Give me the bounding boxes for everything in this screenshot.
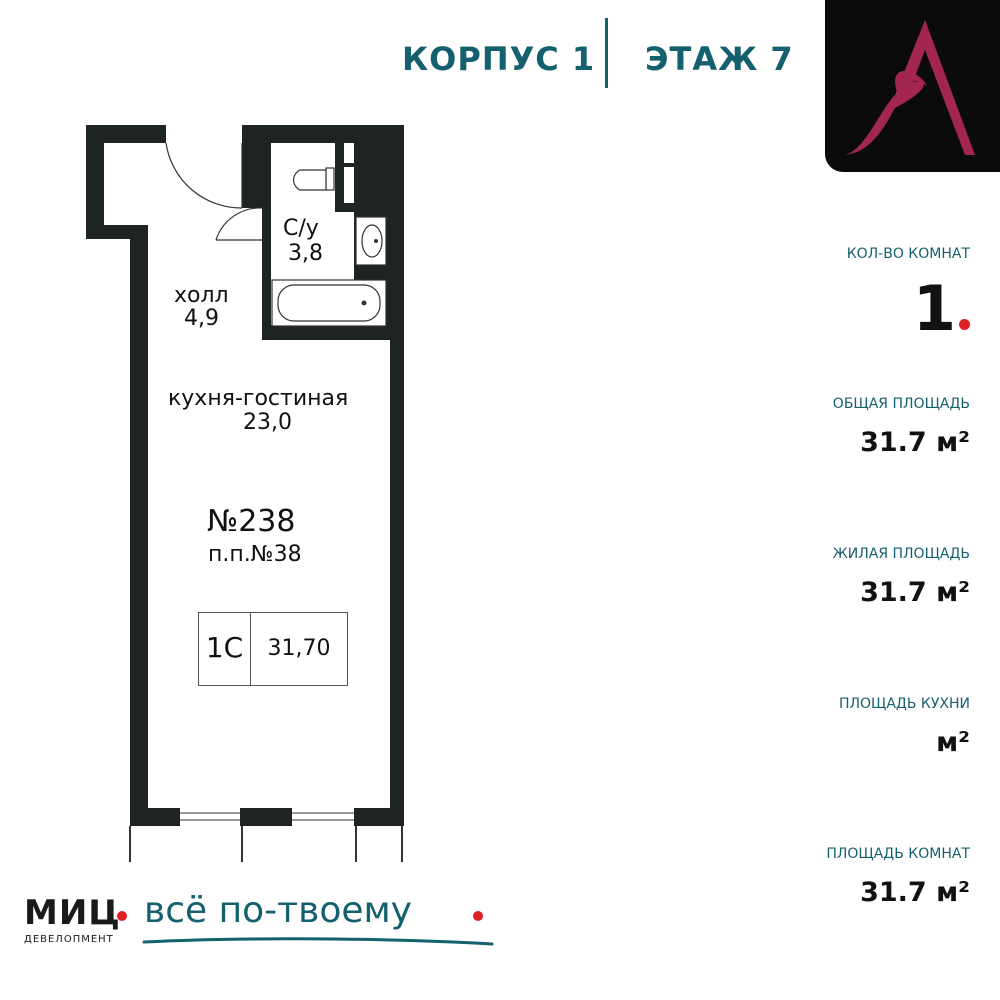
rooms-value: 1 <box>913 272 970 345</box>
brand-subtitle: ДЕВЕЛОПМЕНТ <box>24 934 114 945</box>
toilet-icon <box>292 167 335 191</box>
bathroom-area: 3,8 <box>288 241 323 266</box>
brand-slogan: всё по-твоему <box>144 890 412 931</box>
entrance-door <box>165 142 243 209</box>
bath-wall-right <box>388 140 404 340</box>
floor-plan <box>86 125 404 862</box>
brand-block: МИЦ ДЕВЕЛОПМЕНТ всё по-твоему <box>24 888 504 958</box>
slogan-underline <box>142 937 494 946</box>
apartment-number: №238 <box>207 504 296 539</box>
slogan-dot <box>473 911 483 921</box>
bathtub-icon <box>271 279 387 327</box>
kitchen-area-value: м² <box>936 727 970 758</box>
bath-wall-mid <box>335 140 344 210</box>
letter-a-logo-icon <box>845 20 975 155</box>
room-area-value: 31.7 м² <box>860 877 970 908</box>
total-area-label: ОБЩАЯ ПЛОЩАДЬ <box>832 396 970 412</box>
rooms-count: 1 <box>912 272 956 345</box>
building-label: КОРПУС 1 <box>402 40 596 78</box>
brand-dot <box>117 911 127 921</box>
kitchen-area-label: ПЛОЩАДЬ КУХНИ <box>838 696 970 712</box>
apartment-box-divider <box>250 613 251 685</box>
total-area-value: 31.7 м² <box>860 427 970 458</box>
apartment-type: 1С <box>205 631 244 664</box>
plan-outer-wall <box>86 125 404 826</box>
bathroom-name: С/у <box>283 216 319 241</box>
room-area-label: ПЛОЩАДЬ КОМНАТ <box>826 846 970 862</box>
apartment-pp-number: п.п.№38 <box>208 542 302 567</box>
bath-wall-left <box>262 140 271 340</box>
bath-wall-mid2 <box>335 203 390 212</box>
header-divider <box>605 18 608 88</box>
balcony-edge <box>129 826 403 862</box>
hall-area: 4,9 <box>184 306 219 331</box>
living-area-label: ЖИЛАЯ ПЛОЩАДЬ <box>832 546 970 562</box>
accent-dot <box>959 319 970 330</box>
apartment-area: 31,70 <box>267 636 331 661</box>
bath-wall-bottom <box>262 325 390 340</box>
hall-name: холл <box>174 283 229 308</box>
sink-icon <box>355 216 387 266</box>
brand-logo <box>825 0 1000 172</box>
kitchen-living-name: кухня-гостиная <box>168 386 349 411</box>
kitchen-living-area: 23,0 <box>243 410 292 435</box>
window-left <box>180 808 240 826</box>
window-right <box>292 808 354 826</box>
header: КОРПУС 1 ЭТАЖ 7 <box>380 18 800 88</box>
rooms-label: КОЛ-ВО КОМНАТ <box>846 246 970 262</box>
living-area-value: 31.7 м² <box>860 577 970 608</box>
bath-wall-shaft <box>344 163 390 167</box>
brand-name: МИЦ <box>24 893 121 933</box>
floor-label: ЭТАЖ 7 <box>645 40 794 78</box>
apartment-info-box: 1С 31,70 <box>198 612 348 686</box>
bathroom-door <box>215 207 263 241</box>
